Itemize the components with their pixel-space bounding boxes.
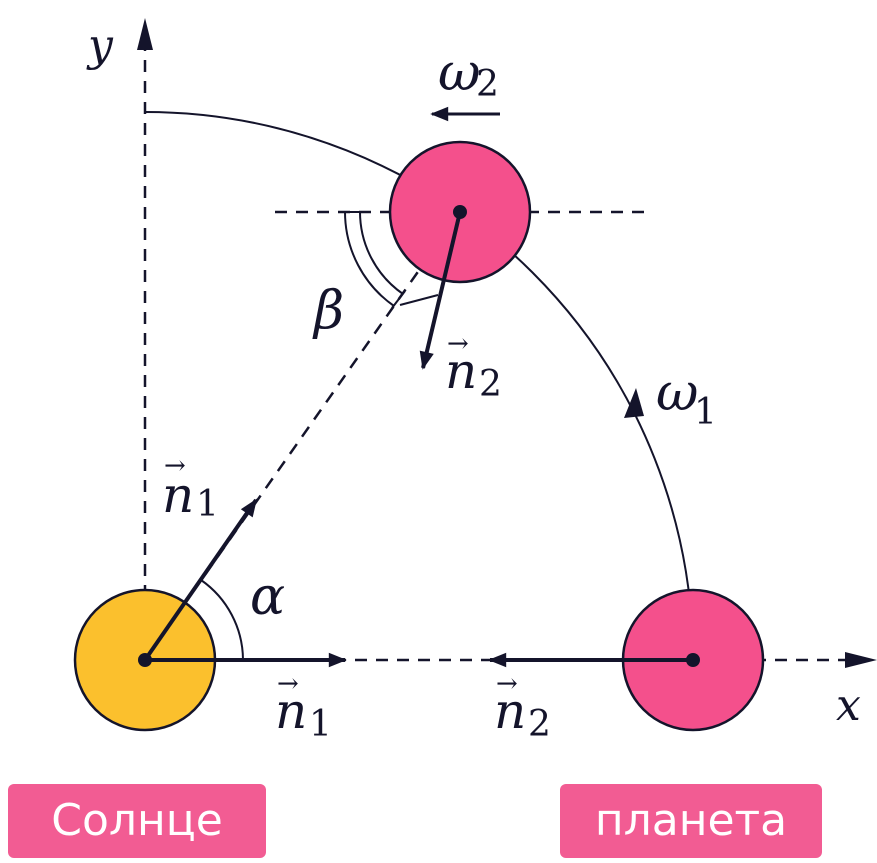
svg-text:n: n xyxy=(162,466,194,524)
planet-top-center-dot xyxy=(453,205,467,219)
n1-vector-diagonal xyxy=(143,498,258,662)
svg-text:ω: ω xyxy=(656,363,698,423)
alpha-arc xyxy=(200,579,244,661)
x-axis-label: x xyxy=(836,680,861,731)
n2-vector-top xyxy=(419,211,462,370)
sun-center-dot xyxy=(138,653,152,667)
svg-text:2: 2 xyxy=(479,364,502,405)
beta-tick-2 xyxy=(391,290,406,309)
omega1-arrow xyxy=(624,388,644,418)
svg-text:→: → xyxy=(277,669,299,699)
y-axis-label: y xyxy=(86,20,114,71)
svg-text:1: 1 xyxy=(309,704,332,745)
svg-text:2: 2 xyxy=(476,64,499,105)
svg-text:ω: ω xyxy=(438,43,480,103)
orbit-arc xyxy=(144,111,694,661)
beta-arc-outer xyxy=(344,211,395,307)
y-axis-arrow xyxy=(137,18,153,50)
svg-text:→: → xyxy=(447,329,469,359)
planet-label-badge: планета xyxy=(560,784,822,858)
svg-text:n: n xyxy=(445,342,477,400)
sun-label-badge: Солнце xyxy=(8,784,266,858)
planet-right-center-dot xyxy=(686,653,700,667)
n2-label-top: n 2 → xyxy=(445,329,502,405)
svg-text:1: 1 xyxy=(694,392,717,433)
svg-text:→: → xyxy=(164,451,186,481)
svg-text:n: n xyxy=(494,682,526,740)
n1-label-diagonal: n 1 → xyxy=(162,451,219,525)
omega1-label: ω 1 xyxy=(656,363,717,433)
n2-label-horizontal: n 2 → xyxy=(494,669,551,745)
svg-text:→: → xyxy=(496,669,518,699)
alpha-label: α xyxy=(250,567,285,627)
omega2-label: ω 2 xyxy=(438,43,499,105)
beta-label: β xyxy=(312,281,344,341)
beta-ray xyxy=(399,294,439,306)
beta-arc-inner xyxy=(359,211,404,295)
svg-text:2: 2 xyxy=(528,704,551,745)
svg-text:1: 1 xyxy=(196,484,219,525)
x-axis-arrow xyxy=(845,652,877,668)
n1-label-horizontal: n 1 → xyxy=(275,669,332,745)
svg-text:n: n xyxy=(275,682,307,740)
